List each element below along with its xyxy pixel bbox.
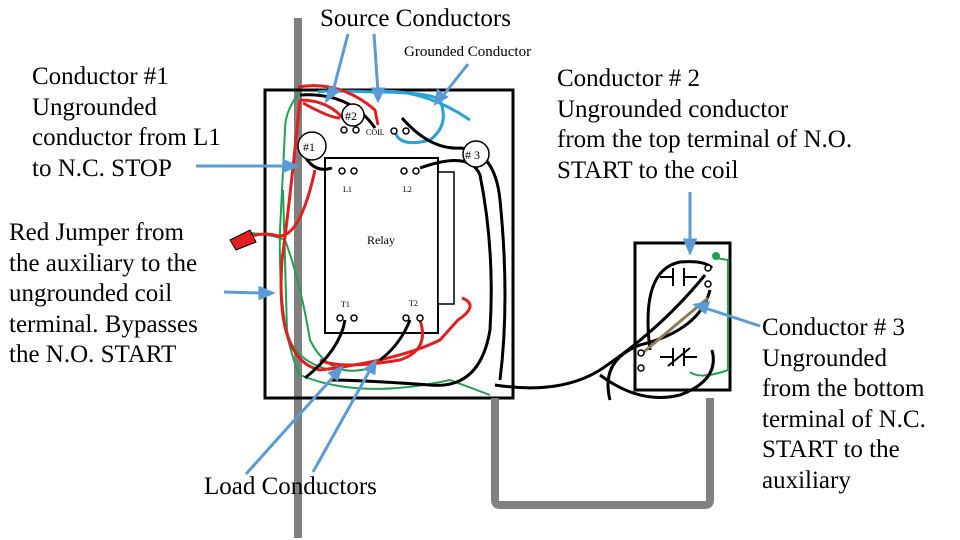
relay-side-rail xyxy=(437,171,455,305)
l2-label: L2 xyxy=(403,185,412,194)
red-wire-l1 xyxy=(279,99,472,372)
conductor3-line1: Conductor # 3 xyxy=(762,314,906,341)
red-jumper-line3: ungrounded coil xyxy=(9,280,173,307)
station-terminals xyxy=(637,264,712,372)
black-wire-4 xyxy=(400,117,507,381)
red-wire-source xyxy=(297,84,380,126)
tag-3-text: # 3 xyxy=(465,148,480,162)
conductor2-line4: START to the coil xyxy=(557,156,739,184)
t2-label: T2 xyxy=(409,299,418,308)
conductor3-line3: from the bottom xyxy=(762,375,925,402)
conductor1-label: Conductor #1 Ungrounded conductor from L… xyxy=(32,62,221,184)
conductor2-line1: Conductor # 2 xyxy=(557,65,701,92)
black-wire-station-3 xyxy=(599,349,715,399)
black-wire-station xyxy=(494,274,707,390)
conductor2-line2: Ungrounded conductor xyxy=(557,95,789,123)
red-jumper-line5: the N.O. START xyxy=(9,341,177,368)
annotation-arrows xyxy=(196,33,761,476)
relay-title: Relay xyxy=(367,233,395,247)
relay-terminals xyxy=(336,126,424,322)
conductor2-line3: from the top terminal of N.O. xyxy=(557,126,853,153)
conductor3-line5: START to the xyxy=(762,436,900,463)
gray-conduit-loop xyxy=(491,398,714,509)
tag-2-circle xyxy=(341,103,365,127)
black-wire-1 xyxy=(299,93,377,129)
red-jumper-label: Red Jumper from the auxiliary to the ung… xyxy=(9,218,198,371)
load-conductors-label: Load Conductors xyxy=(204,473,377,500)
conductor3-label: Conductor # 3 Ungrounded from the bottom… xyxy=(762,313,926,496)
red-wire-t2 xyxy=(319,319,424,367)
conductor3-line2: Ungrounded xyxy=(762,344,887,372)
red-jumper-connector xyxy=(229,229,257,251)
black-wire-6 xyxy=(379,319,412,362)
blue-grounded-wire-2 xyxy=(369,89,471,122)
grounded-conductor-label: Grounded Conductor xyxy=(404,44,532,60)
source-conductors-label: Source Conductors xyxy=(320,5,511,32)
green-dot xyxy=(712,252,720,260)
coil-label: COIL xyxy=(366,128,385,137)
tag-2-text: #2 xyxy=(345,109,357,123)
black-wire-station-4 xyxy=(646,260,714,351)
conductor1-line2: Ungrounded xyxy=(32,93,157,121)
black-wire-5 xyxy=(304,319,347,380)
brown-jumper xyxy=(639,296,709,357)
conductor3-line6: auxiliary xyxy=(762,466,851,494)
relay-body xyxy=(324,157,439,334)
conductor1-line4: to N.C. STOP xyxy=(32,154,172,182)
red-jumper-line1: Red Jumper from xyxy=(9,219,184,246)
conductor3-line4: terminal of N.C. xyxy=(762,405,926,433)
conductor1-line3: conductor from L1 xyxy=(32,124,221,151)
l1-label: L1 xyxy=(343,185,352,194)
no-start-contact-symbol xyxy=(660,268,697,286)
red-jumper-wire xyxy=(251,169,317,238)
red-wire-upper xyxy=(302,101,341,120)
nc-start-contact-symbol xyxy=(660,347,697,367)
conductor1-line1: Conductor #1 xyxy=(32,63,169,90)
red-jumper-line4: terminal. Bypasses xyxy=(9,310,198,338)
conductor2-label: Conductor # 2 Ungrounded conductor from … xyxy=(557,64,852,186)
tag-3-circle xyxy=(462,140,490,168)
tag-1-circle xyxy=(297,131,327,161)
black-wire-3 xyxy=(329,158,493,387)
black-wire-station-2 xyxy=(606,289,712,401)
t1-label: T1 xyxy=(341,300,350,309)
red-jumper-line2: the auxiliary to the xyxy=(9,249,198,277)
tag-1-text: #1 xyxy=(303,140,315,154)
